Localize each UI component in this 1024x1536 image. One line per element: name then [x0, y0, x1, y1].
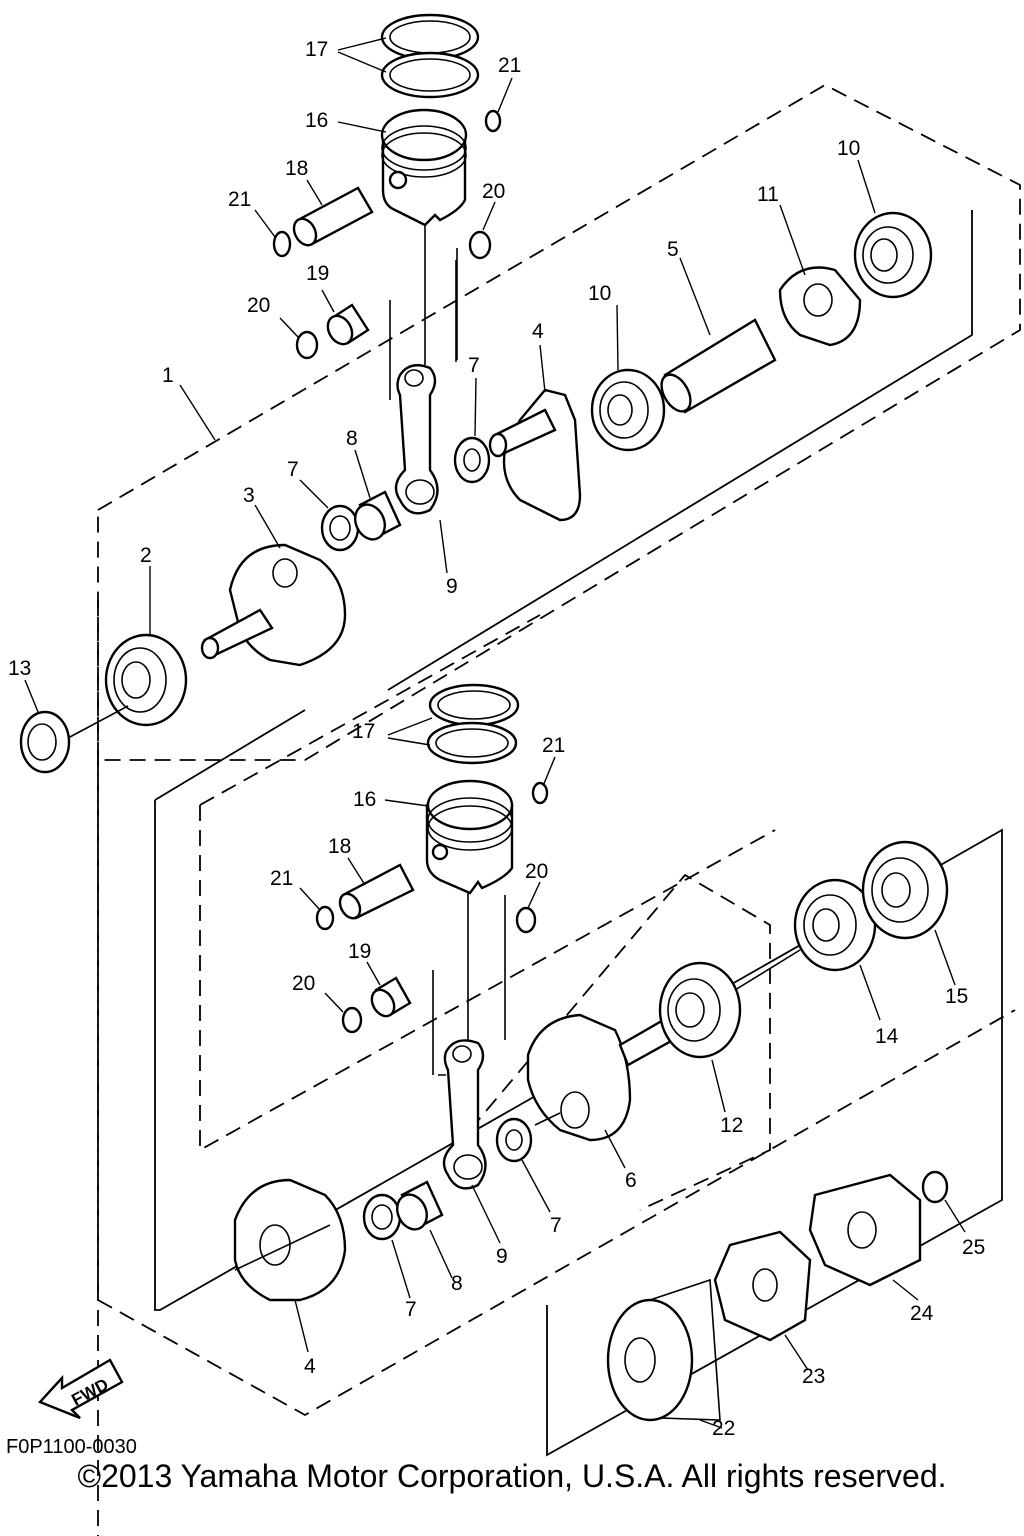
- circlip-upper-right: [484, 109, 502, 133]
- callout-1: 1: [162, 364, 174, 387]
- callout-10: 10: [588, 282, 611, 305]
- callout-15: 15: [945, 985, 968, 1008]
- callout-20: 20: [482, 180, 505, 203]
- piston-upper: [380, 108, 468, 227]
- thrust-washer-lower-a: [495, 1117, 533, 1163]
- callout-9: 9: [496, 1245, 508, 1268]
- crankshaft-assembly-frame: [97, 83, 1021, 1536]
- lower-parts: [233, 683, 949, 1302]
- upper-parts: [19, 13, 933, 774]
- connecting-rod-upper: [394, 364, 439, 515]
- callout-22: 22: [712, 1417, 735, 1440]
- crank-web-lower-4: [233, 1178, 347, 1302]
- callout-24: 24: [910, 1302, 934, 1325]
- needle-bearing-lower: [370, 976, 412, 1018]
- connecting-rod-lower: [442, 1039, 487, 1190]
- piston-pin-upper: [292, 186, 374, 247]
- callout-7: 7: [550, 1214, 562, 1237]
- callout-17: 17: [352, 720, 375, 743]
- leader-lines: [24, 37, 966, 1429]
- callout-20: 20: [292, 972, 315, 995]
- main-bearing-upper-b: [853, 211, 933, 299]
- callout-6: 6: [625, 1169, 637, 1192]
- lower-crank-frame: [154, 709, 1003, 1311]
- callout-11: 11: [757, 183, 779, 206]
- callout-23: 23: [802, 1365, 825, 1388]
- crank-web-right: [488, 388, 582, 522]
- piston-pin-lower: [338, 863, 415, 920]
- callout-16: 16: [353, 788, 376, 811]
- coupling-flange: [808, 1173, 922, 1287]
- callout-17: 17: [305, 38, 328, 61]
- coupling-parts: [606, 1170, 949, 1422]
- drawing-code: F0P1100-0030: [6, 1436, 137, 1458]
- piston-ring-upper: [380, 13, 480, 99]
- piston-lower: [425, 779, 514, 895]
- main-bearing-lower: [793, 878, 877, 972]
- callout-3: 3: [243, 484, 255, 507]
- crank-web-left: [200, 543, 347, 667]
- callout-8: 8: [451, 1272, 463, 1295]
- main-bearing-left: [104, 633, 188, 727]
- callout-21: 21: [270, 867, 293, 890]
- callout-21: 21: [228, 188, 251, 211]
- callout-18: 18: [328, 835, 351, 858]
- shaft: [660, 318, 777, 414]
- callout-4: 4: [532, 320, 544, 343]
- callout-19: 19: [306, 262, 329, 285]
- callout-8: 8: [346, 427, 358, 450]
- callout-19: 19: [348, 940, 371, 963]
- copyright-notice: ©2013 Yamaha Motor Corporation, U.S.A. A…: [77, 1458, 947, 1494]
- washer-lower-right: [515, 906, 537, 934]
- callout-10: 10: [837, 137, 860, 160]
- lock-nut: [778, 266, 862, 347]
- callout-16: 16: [305, 109, 328, 132]
- callout-18: 18: [285, 157, 308, 180]
- labyrinth-seal: [658, 961, 742, 1059]
- callout-13: 13: [8, 657, 31, 680]
- needle-bearing-big-upper: [354, 490, 402, 541]
- rubber-damper: [713, 1230, 812, 1342]
- oil-seal-lower: [861, 840, 949, 940]
- callout-21: 21: [498, 54, 521, 77]
- washer-lower-left: [341, 1006, 363, 1034]
- assembly-frames: [97, 83, 1021, 1536]
- circlip-lower-right: [531, 781, 549, 805]
- washer-upper-right: [468, 230, 492, 260]
- callout-14: 14: [875, 1025, 899, 1048]
- callout-12: 12: [720, 1114, 743, 1137]
- washer-upper-left: [295, 330, 319, 360]
- callout-5: 5: [667, 238, 679, 261]
- callout-20: 20: [525, 860, 548, 883]
- needle-bearing-big-lower: [396, 1180, 444, 1231]
- callout-7: 7: [468, 354, 480, 377]
- callout-25: 25: [962, 1236, 985, 1259]
- thrust-washer-lower-b: [362, 1193, 402, 1241]
- oil-seal: [19, 710, 71, 774]
- thrust-washer-upper-a: [320, 504, 360, 552]
- callout-21: 21: [542, 734, 565, 757]
- callout-7: 7: [287, 458, 299, 481]
- crank-web-lower-6: [526, 1013, 684, 1142]
- fwd-arrow: FWD: [37, 1358, 124, 1420]
- circlip-lower-left: [315, 905, 335, 931]
- callout-7: 7: [405, 1298, 417, 1321]
- thrust-washer-upper-b: [453, 436, 491, 484]
- callout-numbers: 17 21 16 10 18 21 20 11 5 19 10 20 4 7 1…: [8, 38, 985, 1440]
- circlip-upper-left: [272, 230, 292, 258]
- spacer-washer: [921, 1170, 949, 1204]
- callout-4: 4: [304, 1355, 316, 1378]
- callout-9: 9: [446, 575, 458, 598]
- piston-ring-lower: [426, 683, 520, 765]
- callout-2: 2: [140, 544, 152, 567]
- callout-20: 20: [247, 294, 270, 317]
- needle-bearing-upper: [326, 303, 370, 346]
- coupling-hub: [606, 1278, 721, 1422]
- main-bearing-upper-a: [590, 368, 666, 452]
